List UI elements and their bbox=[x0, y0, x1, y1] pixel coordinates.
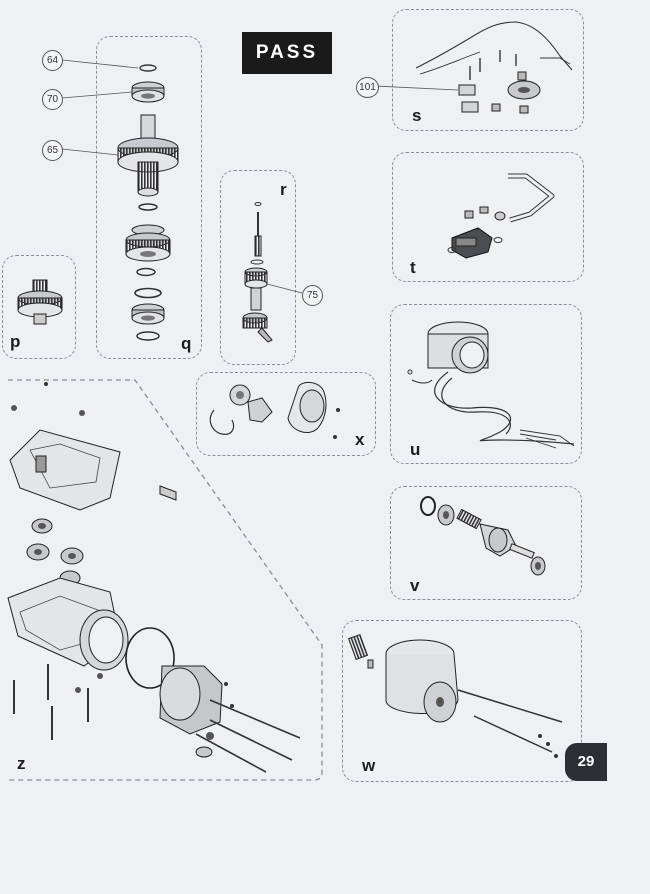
callout-65: 65 bbox=[42, 140, 63, 161]
panel-label-x: x bbox=[355, 430, 365, 449]
callout-75: 75 bbox=[302, 285, 323, 306]
shaft-r bbox=[242, 202, 303, 343]
panel-u bbox=[390, 304, 582, 464]
hex-key-t bbox=[447, 173, 555, 259]
panel-label-w: w bbox=[362, 756, 376, 775]
panel-v bbox=[390, 486, 582, 600]
motor-cable-u bbox=[407, 321, 575, 449]
gearbox-z bbox=[7, 382, 301, 773]
page-number-tab: 29 bbox=[565, 743, 607, 781]
panel-label-t: t bbox=[410, 258, 416, 277]
gear-stack-q bbox=[61, 59, 179, 341]
panel-label-u: u bbox=[410, 440, 421, 459]
panel-r bbox=[220, 170, 296, 365]
brush-assembly-s bbox=[374, 21, 573, 114]
panel-label-z: z bbox=[17, 754, 26, 773]
panel-label-v: v bbox=[410, 576, 420, 595]
panel-label-r: r bbox=[280, 180, 287, 199]
panel-p bbox=[2, 255, 76, 359]
panel-s bbox=[392, 9, 584, 131]
gear-p bbox=[17, 279, 63, 325]
pass-badge: PASS bbox=[242, 32, 332, 74]
callout-101: 101 bbox=[356, 77, 379, 98]
panel-label-p: p bbox=[10, 332, 21, 351]
shaft-seals-v bbox=[420, 496, 546, 576]
panel-w bbox=[342, 620, 582, 782]
brush-ring-x bbox=[209, 382, 340, 439]
panel-label-q: q bbox=[181, 334, 192, 353]
panel-t bbox=[392, 152, 584, 282]
motor-w bbox=[347, 633, 563, 758]
panel-q bbox=[96, 36, 202, 359]
callout-64: 64 bbox=[42, 50, 63, 71]
callout-70: 70 bbox=[42, 89, 63, 110]
panel-x bbox=[196, 372, 376, 456]
panel-label-s: s bbox=[412, 106, 422, 125]
